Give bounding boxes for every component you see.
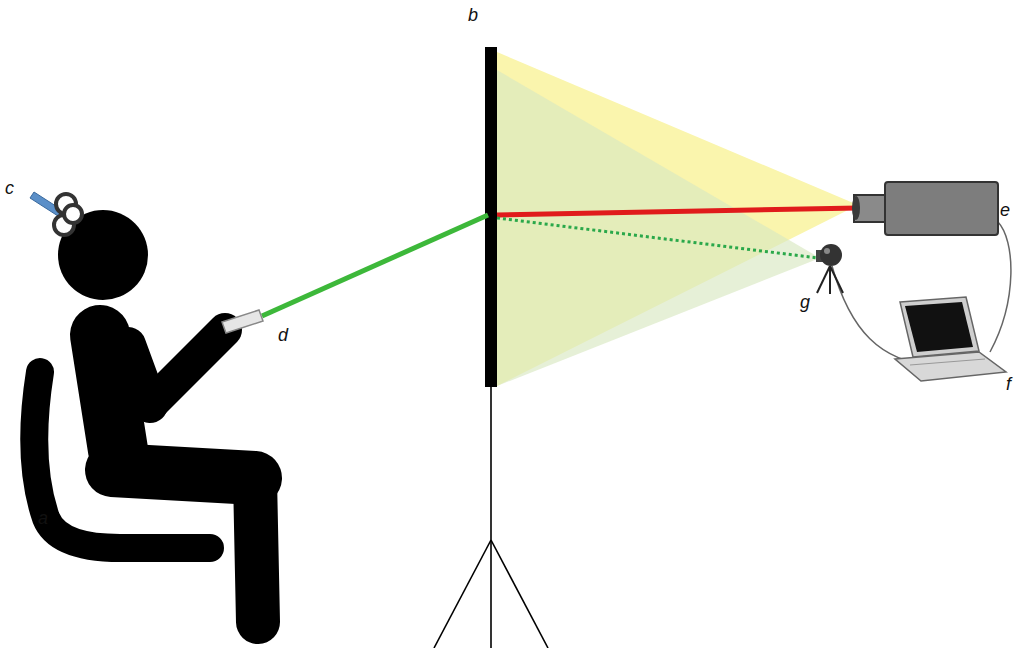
projector-ray — [497, 208, 858, 215]
projector-body — [885, 182, 998, 235]
part-letter: a — [38, 508, 48, 528]
projector-cable — [990, 222, 1011, 352]
part-letter: f — [1006, 374, 1011, 394]
screen-tripod — [434, 386, 548, 648]
part-letter: d — [278, 325, 288, 345]
part-letter: e — [1000, 200, 1010, 220]
camera — [816, 244, 843, 294]
lens-face — [852, 196, 860, 220]
projector-beam — [497, 52, 858, 386]
laptop — [895, 297, 1006, 381]
part-letter: g — [800, 292, 810, 312]
part-letter: b — [468, 5, 478, 25]
camera-field — [497, 70, 820, 386]
seated-person — [100, 330, 258, 622]
camera-ray — [497, 218, 818, 258]
laser-pointer — [222, 310, 263, 333]
head-marker — [30, 192, 82, 235]
laser-beam — [262, 215, 488, 316]
part-letter: c — [5, 178, 14, 198]
